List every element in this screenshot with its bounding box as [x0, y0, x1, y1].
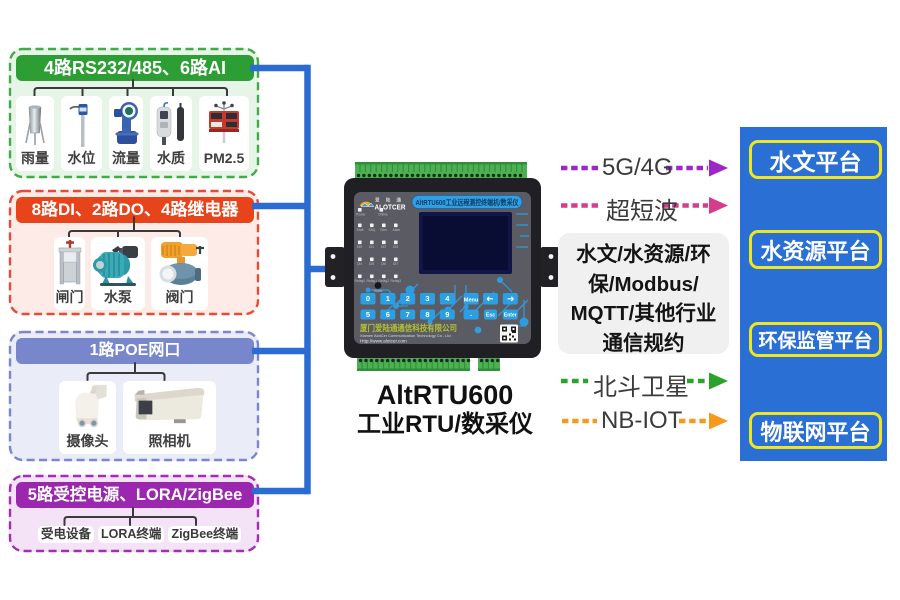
- svg-text:9: 9: [445, 310, 449, 319]
- svg-text:Relay0: Relay0: [355, 279, 366, 283]
- svg-text:Di5: Di5: [369, 262, 374, 266]
- svg-text:Relay2: Relay2: [379, 279, 390, 283]
- svg-text:Di3: Di3: [393, 245, 398, 249]
- svg-text:爱陆通: 爱陆通: [375, 197, 401, 204]
- svg-text:厦门爱陆通通信科技有限公司: 厦门爱陆通通信科技有限公司: [360, 323, 457, 333]
- svg-text:Online: Online: [378, 213, 388, 217]
- svg-text:Esc: Esc: [486, 313, 495, 319]
- svg-text:8: 8: [425, 310, 429, 319]
- svg-text:Relay1: Relay1: [367, 279, 378, 283]
- svg-text:2: 2: [406, 294, 410, 303]
- svg-text:Xiamen AlotCer Communication T: Xiamen AlotCer Communication Technology …: [360, 333, 451, 338]
- svg-text:Di6: Di6: [381, 262, 386, 266]
- svg-text:1: 1: [386, 294, 390, 303]
- svg-text:Relay3: Relay3: [391, 279, 402, 283]
- svg-text:3: 3: [425, 294, 429, 303]
- svg-text:.: .: [470, 309, 472, 318]
- svg-text:Di7: Di7: [393, 262, 398, 266]
- svg-text:0: 0: [366, 294, 370, 303]
- svg-text:4: 4: [445, 294, 450, 303]
- svg-text:Alam: Alam: [393, 228, 401, 232]
- svg-text:AltRTU600工业远程测控终端机/数采仪: AltRTU600工业远程测控终端机/数采仪: [416, 198, 519, 207]
- svg-text:Di4: Di4: [357, 262, 362, 266]
- svg-text:Di0: Di0: [357, 245, 362, 249]
- svg-text:Enter: Enter: [504, 313, 517, 319]
- svg-text:Wake: Wake: [374, 289, 383, 293]
- svg-text:Power: Power: [356, 213, 366, 217]
- svg-text:Di1: Di1: [369, 245, 374, 249]
- svg-text:7: 7: [406, 310, 410, 319]
- svg-text:Http://www.alotcer.com: Http://www.alotcer.com: [360, 339, 407, 344]
- svg-text:6: 6: [386, 310, 390, 319]
- svg-text:5: 5: [366, 310, 370, 319]
- svg-text:Shdt: Shdt: [357, 228, 364, 232]
- svg-text:Run: Run: [381, 228, 387, 232]
- svg-text:ShQ: ShQ: [369, 228, 376, 232]
- svg-text:Menu: Menu: [464, 298, 479, 304]
- svg-text:Di2: Di2: [381, 245, 386, 249]
- svg-text:ALOTCER: ALOTCER: [375, 203, 406, 212]
